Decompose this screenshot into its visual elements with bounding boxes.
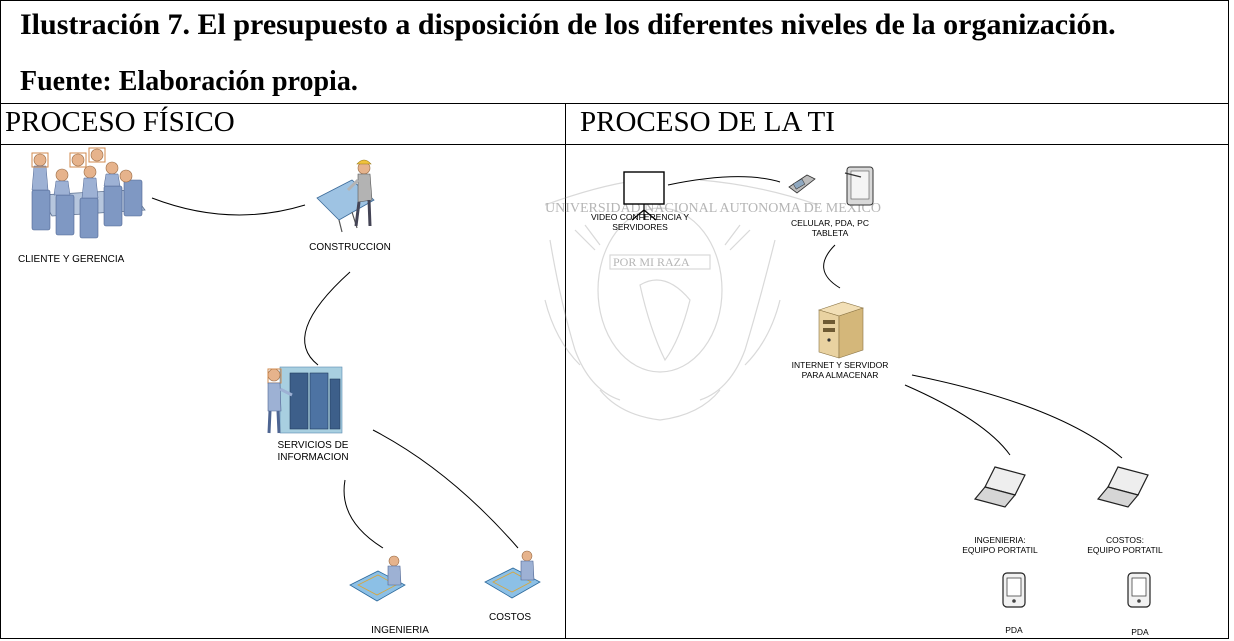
column-divider [565, 103, 566, 639]
node-label-pda-1: PDA [1005, 625, 1023, 635]
it-connectors [667, 176, 1123, 459]
node-label-construccion: CONSTRUCCION [309, 242, 391, 253]
node-label-ing-laptop: INGENIERIA: EQUIPO PORTATIL [962, 535, 1038, 555]
phone-tablet-icon [788, 166, 874, 206]
projector-screen-icon [623, 171, 665, 221]
node-label-video: VIDEO CONFERENCIA Y SERVIDORES [590, 212, 690, 232]
table-header-rule [0, 144, 1229, 145]
node-label-cost-laptop: COSTOS: EQUIPO PORTATIL [1087, 535, 1163, 555]
pda-icon [1127, 572, 1151, 608]
node-label-servicios: SERVICIOS DE INFORMACION [277, 440, 349, 463]
node-label-celular: CELULAR, PDA, PC TABLETA [791, 218, 869, 238]
person-server-rack-icon [267, 366, 343, 434]
node-label-ingenieria: INGENIERIA [371, 625, 429, 636]
figure-source: Fuente: Elaboración propia. [20, 66, 358, 97]
person-blueprint-icon [484, 550, 541, 599]
column-header-it: PROCESO DE LA TI [580, 106, 835, 138]
watermark-text: UNIVERSIDAD NACIONAL AUTONOMA DE MEXICO [545, 201, 881, 216]
node-label-pda-2: PDA [1131, 627, 1149, 637]
column-header-physical: PROCESO FÍSICO [5, 106, 235, 138]
pda-icon [1002, 572, 1026, 608]
worker-drafting-table-icon [316, 159, 375, 233]
node-label-cliente: CLIENTE Y GERENCIA [18, 254, 125, 265]
figure-title: Ilustración 7. El presupuesto a disposic… [20, 8, 1116, 41]
watermark-motto: POR MI RAZA [613, 255, 690, 269]
node-label-internet: INTERNET Y SERVIDOR PARA ALMACENAR [791, 360, 889, 380]
physical-connectors [151, 197, 519, 549]
laptop-icon [1096, 466, 1149, 508]
person-blueprint-icon [349, 555, 406, 602]
meeting-people-icon [31, 147, 146, 239]
server-tower-icon [818, 301, 864, 359]
laptop-icon [973, 466, 1026, 508]
node-label-costos: COSTOS [488, 612, 532, 623]
unam-seal-watermark [544, 179, 819, 421]
table-top-rule [0, 103, 1229, 104]
